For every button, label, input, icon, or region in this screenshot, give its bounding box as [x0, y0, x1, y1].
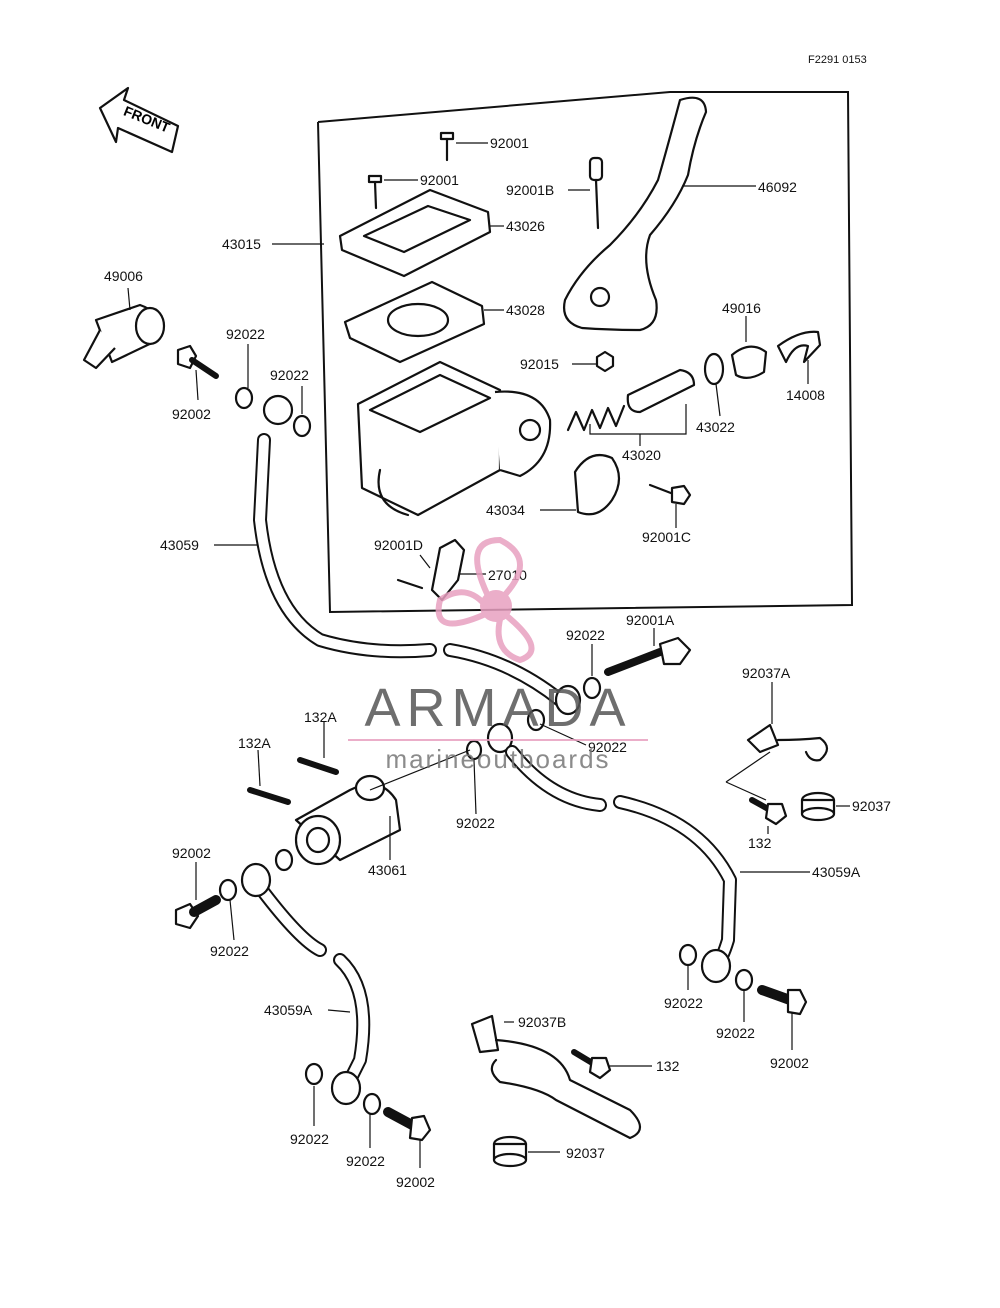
label-92037-b: 92037	[566, 1145, 605, 1161]
label-132A-b: 132A	[238, 735, 271, 751]
label-92022-d: 92022	[588, 739, 627, 755]
label-92002-a: 92002	[172, 406, 211, 422]
diaphragm-43028	[343, 280, 486, 364]
label-92022-g: 92022	[664, 995, 703, 1011]
washer-92022-b	[292, 414, 312, 438]
switch-27010	[430, 538, 466, 602]
screw-92001B	[588, 156, 604, 230]
brake-hose-43059A-left	[255, 883, 371, 1087]
label-92022-f: 92022	[210, 943, 249, 959]
banjo-bolt-92002-d	[383, 1107, 432, 1142]
washer-92022-g	[734, 968, 754, 992]
bolt-92001C	[648, 483, 692, 506]
washer-92022-j	[362, 1092, 382, 1116]
figure-code: F2291 0153	[808, 54, 867, 66]
label-43059: 43059	[160, 537, 199, 553]
label-92001C: 92001C	[642, 529, 691, 545]
label-92001-mid: 92001	[420, 172, 459, 188]
assembly-boundary	[317, 91, 854, 614]
washer-92022-f	[678, 943, 698, 967]
label-43034: 43034	[486, 502, 525, 518]
banjo-bolt-92002-a	[176, 344, 219, 379]
label-132-a: 132	[748, 835, 772, 851]
label-92015: 92015	[520, 356, 559, 372]
label-92001B: 92001B	[506, 182, 554, 198]
cap-14008	[776, 330, 822, 364]
label-92022-b: 92022	[270, 367, 309, 383]
bolt-132A-a	[297, 757, 339, 775]
label-132-b: 132	[656, 1058, 680, 1074]
bolt-132-b	[571, 1049, 612, 1080]
label-92022-a: 92022	[226, 326, 265, 342]
label-43061: 43061	[368, 862, 407, 878]
label-92002-b: 92002	[172, 845, 211, 861]
washer-92022-d	[526, 708, 546, 732]
banjo-bolt-92001A	[604, 636, 692, 676]
label-92022-e: 92022	[456, 815, 495, 831]
label-92022-i: 92022	[290, 1131, 329, 1147]
label-92022-h: 92022	[716, 1025, 755, 1041]
label-132A-a: 132A	[304, 709, 337, 725]
holder-43034	[573, 454, 621, 516]
label-43022: 43022	[696, 419, 735, 435]
reservoir-cap-43026	[338, 188, 492, 278]
propeller-logo-icon	[435, 536, 535, 664]
brake-hose-43059A-right	[505, 745, 737, 972]
label-92002-d: 92002	[396, 1174, 435, 1190]
brake-hose-43059	[253, 433, 567, 707]
label-49006: 49006	[104, 268, 143, 284]
label-43028: 43028	[506, 302, 545, 318]
label-92037-a: 92037	[852, 798, 891, 814]
clamp-92037A	[746, 723, 829, 762]
caliper-43061	[294, 774, 402, 866]
label-92037B: 92037B	[518, 1014, 566, 1030]
label-92022-j: 92022	[346, 1153, 385, 1169]
banjo-bolt-92002-c	[757, 985, 808, 1016]
label-92022-c: 92022	[566, 627, 605, 643]
label-92001-top: 92001	[490, 135, 529, 151]
screw-92001D	[396, 578, 424, 590]
washer-92022-c	[582, 676, 602, 700]
label-43015: 43015	[222, 236, 261, 252]
boot-49016	[730, 345, 768, 379]
label-92001D: 92001D	[374, 537, 423, 553]
leader-lines	[127, 142, 850, 1168]
nut-92015	[595, 350, 615, 373]
label-46092: 46092	[758, 179, 797, 195]
master-cylinder-body-43015	[356, 360, 552, 517]
brake-lever-46092	[563, 96, 708, 332]
watermark-tagline: marineoutboards	[385, 744, 610, 774]
washer-92022-h	[218, 878, 238, 902]
bolt-132A-b	[247, 787, 291, 805]
label-49016: 49016	[722, 300, 761, 316]
part-labels: 92001 92001 92001B 46092 43015 43026 430…	[104, 135, 891, 1190]
banjo-bolt-92002-b	[174, 895, 221, 930]
watermark-brand: ARMADA	[364, 678, 631, 738]
grommet-92037-b	[492, 1135, 528, 1168]
label-43059A-b: 43059A	[264, 1002, 313, 1018]
washer-92022-i	[304, 1062, 324, 1086]
grommet-92037-a	[800, 791, 836, 822]
label-92037A: 92037A	[742, 665, 791, 681]
label-43026: 43026	[506, 218, 545, 234]
label-92001A: 92001A	[626, 612, 675, 628]
watermark: ARMADA marineoutboards	[348, 536, 648, 774]
washer-43022	[703, 352, 725, 386]
label-92002-c: 92002	[770, 1055, 809, 1071]
screw-92001-mid	[367, 174, 383, 210]
bolt-132-a	[749, 797, 788, 826]
label-14008: 14008	[786, 387, 825, 403]
bracket-92037B	[470, 1014, 642, 1140]
washer-92022-a	[234, 386, 254, 410]
label-43020: 43020	[622, 447, 661, 463]
hose-cover-49006	[82, 303, 166, 370]
screw-92001-top	[439, 131, 455, 162]
piston-spring-43020	[566, 368, 696, 432]
label-43059A-a: 43059A	[812, 864, 861, 880]
front-arrow-icon: FRONT	[98, 86, 180, 154]
